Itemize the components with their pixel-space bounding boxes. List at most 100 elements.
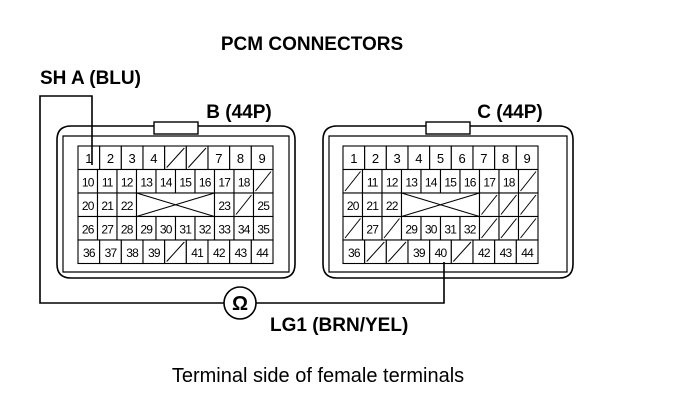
pin-number-label: 34	[238, 222, 251, 236]
unused-pin-slash	[344, 218, 361, 239]
pin-number-label: 14	[160, 175, 173, 189]
pin-number-label: 18	[238, 175, 251, 189]
pin-number-label: 21	[101, 199, 114, 213]
wire-label-sh-a: SH A (BLU)	[40, 68, 141, 89]
pin-cavity	[250, 239, 274, 265]
unused-pin-slash	[481, 218, 498, 239]
blocked-cross-line	[136, 192, 215, 217]
ohmmeter-icon	[223, 286, 257, 320]
pin-number-label: 44	[256, 246, 269, 260]
pin-number-label: 3	[129, 151, 136, 166]
pin-number-label: 7	[215, 151, 222, 166]
connector-b-label: B (44P)	[206, 102, 271, 123]
diagram-title: PCM CONNECTORS	[221, 34, 403, 55]
caption: Terminal side of female terminals	[172, 365, 464, 387]
pin-number-label: 20	[82, 199, 95, 213]
pin-number-label: 43	[235, 246, 248, 260]
pin-number-label: 12	[386, 175, 399, 189]
pin-number-label: 8	[502, 151, 509, 166]
unused-pin-slash	[520, 218, 537, 239]
pin-number-label: 1	[85, 151, 92, 166]
pin-number-label: 13	[140, 175, 153, 189]
unused-pin-slash	[452, 241, 472, 262]
pin-number-label: 37	[105, 246, 118, 260]
pin-number-label: 2	[107, 151, 114, 166]
pin-number-label: 39	[413, 246, 426, 260]
pin-number-label: 11	[102, 175, 114, 189]
pin-number-label: 6	[459, 151, 466, 166]
pin-number-label: 1	[350, 151, 357, 166]
pin-number-label: 22	[386, 199, 399, 213]
pin-number-label: 32	[464, 222, 477, 236]
pin-number-label: 22	[121, 199, 134, 213]
pin-number-label: 31	[444, 222, 457, 236]
test-lead-wire	[39, 95, 224, 304]
connector-b-inner-rim	[62, 135, 290, 273]
pin-number-label: 25	[257, 199, 270, 213]
unused-pin-slash	[187, 147, 207, 168]
pin-number-label: 14	[425, 175, 438, 189]
pin-number-label: 3	[394, 151, 401, 166]
unused-pin-slash	[255, 171, 272, 192]
pin-number-label: 29	[140, 222, 153, 236]
unused-pin-slash	[481, 194, 498, 215]
pin-number-label: 42	[478, 246, 491, 260]
pin-number-label: 15	[179, 175, 192, 189]
pin-number-label: 13	[405, 175, 418, 189]
pin-number-label: 16	[199, 175, 212, 189]
pin-number-label: 11	[367, 175, 379, 189]
pin-number-label: 42	[213, 246, 226, 260]
unused-pin-slash	[500, 218, 517, 239]
pin-number-label: 7	[480, 151, 487, 166]
unused-pin-slash	[235, 194, 252, 215]
pin-number-label: 33	[218, 222, 231, 236]
unused-pin-slash	[366, 241, 385, 262]
pin-number-label: 29	[405, 222, 418, 236]
unused-pin-slash	[387, 241, 407, 262]
pin-cavity	[515, 239, 539, 265]
pin-number-label: 16	[464, 175, 477, 189]
pin-number-label: 39	[148, 246, 161, 260]
connector-c-label: C (44P)	[477, 102, 542, 123]
pin-number-label: 8	[237, 151, 244, 166]
connector-c-latch	[425, 121, 471, 135]
unused-pin-slash	[166, 147, 185, 168]
unused-pin-slash	[520, 171, 537, 192]
pin-number-label: 30	[160, 222, 173, 236]
pin-number-label: 5	[437, 151, 444, 166]
connector-c-inner-rim	[328, 135, 568, 273]
pin-number-label: 21	[366, 199, 379, 213]
pin-number-label: 32	[199, 222, 212, 236]
pin-number-label: 31	[179, 222, 192, 236]
ground-lead-wire	[256, 262, 445, 304]
pin-number-label: 15	[444, 175, 457, 189]
ohm-symbol: Ω	[232, 293, 248, 315]
pin-number-label: 9	[259, 151, 266, 166]
pin-number-label: 23	[218, 199, 231, 213]
pin-number-label: 4	[415, 151, 422, 166]
blocked-cross-line	[401, 192, 480, 217]
pin-number-label: 41	[191, 246, 204, 260]
pin-number-label: 17	[483, 175, 496, 189]
connector-b-latch	[153, 121, 199, 135]
pin-number-label: 43	[500, 246, 513, 260]
pin-number-label: 12	[121, 175, 134, 189]
pin-number-label: 40	[435, 246, 448, 260]
pin-number-label: 18	[503, 175, 516, 189]
pin-number-label: 10	[82, 175, 95, 189]
pin-number-label: 27	[366, 222, 379, 236]
pin-number-label: 2	[372, 151, 379, 166]
pin-number-label: 30	[425, 222, 438, 236]
pin-number-label: 35	[257, 222, 270, 236]
unused-pin-slash	[344, 171, 361, 192]
pin-number-label: 36	[348, 246, 361, 260]
pin-number-label: 44	[521, 246, 534, 260]
pin-number-label: 17	[218, 175, 231, 189]
unused-pin-slash	[520, 194, 537, 215]
pin-number-label: 28	[121, 222, 134, 236]
ground-label-lg1: LG1 (BRN/YEL)	[270, 315, 408, 336]
pin-number-label: 20	[347, 199, 360, 213]
